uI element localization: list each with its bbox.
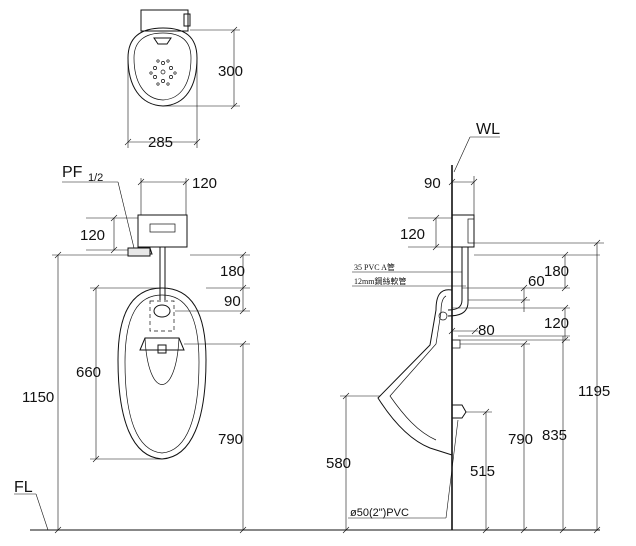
- front-dim-660: 660: [76, 364, 101, 381]
- pipe-note-hose: 12mm鋼絲軟管: [354, 276, 406, 286]
- top-view-valve-box: [140, 9, 189, 32]
- front-hidden-inlet: [149, 300, 175, 332]
- side-dim-90: 90: [424, 175, 441, 192]
- front-view: PF 1/2 120 120: [14, 164, 600, 534]
- top-view-width-dim: 285: [148, 134, 173, 151]
- side-drain-outlet: [452, 404, 467, 419]
- side-dim-60: 60: [528, 273, 545, 290]
- side-urinal-body: [377, 289, 453, 456]
- side-dim-835: 835: [542, 427, 567, 444]
- top-view-drain-holes: [149, 59, 177, 86]
- fl-label: FL: [14, 479, 33, 496]
- side-view: WL 90 120 35 PVC A管 12mm鋼絲軟管: [326, 121, 610, 534]
- side-dim-120-top: 120: [400, 226, 425, 243]
- front-valve-width-dim: 120: [192, 175, 217, 192]
- front-spreader: [153, 304, 171, 318]
- front-flush-valve: [137, 214, 188, 248]
- side-dim-120-mid: 120: [544, 315, 569, 332]
- top-view-spreader: [153, 37, 172, 45]
- side-dim-515: 515: [470, 463, 495, 480]
- top-view: 300 285: [124, 9, 243, 151]
- side-dim-80: 80: [478, 322, 495, 339]
- front-valve-height-dim: 120: [80, 227, 105, 244]
- side-dim-1195: 1195: [578, 383, 610, 400]
- side-flush-valve: [451, 214, 475, 248]
- front-dim-1150: 1150: [22, 389, 54, 406]
- pipe-note-pvc: 35 PVC A管: [354, 262, 395, 272]
- side-urinal-inner: [389, 295, 447, 441]
- drain-pipe-note: ø50(2")PVC: [350, 507, 409, 519]
- front-valve-sensor: [149, 223, 176, 233]
- side-dim-790: 790: [508, 431, 533, 448]
- side-pipe-outer: [447, 247, 463, 311]
- front-bowl-outer: [117, 287, 207, 460]
- side-dim-180: 180: [544, 263, 569, 280]
- front-bowl-opening: [144, 337, 180, 385]
- front-dim-790: 790: [218, 431, 243, 448]
- wl-label: WL: [476, 121, 500, 138]
- front-dim-90: 90: [224, 293, 241, 310]
- front-bowl-inner: [124, 294, 200, 454]
- side-pipe-inner: [447, 247, 469, 317]
- pf-label: PF: [62, 164, 83, 181]
- pf-subscript: 1/2: [88, 172, 103, 184]
- top-view-bowl-outer: [127, 27, 198, 107]
- front-drain-strainer: [157, 344, 167, 354]
- side-dim-580: 580: [326, 455, 351, 472]
- top-view-bowl-inner: [133, 32, 192, 101]
- front-bowl-lip: [139, 337, 185, 351]
- front-dim-180: 180: [220, 263, 245, 280]
- top-view-depth-dim: 300: [218, 63, 243, 80]
- top-view-valve-cap: [183, 13, 191, 27]
